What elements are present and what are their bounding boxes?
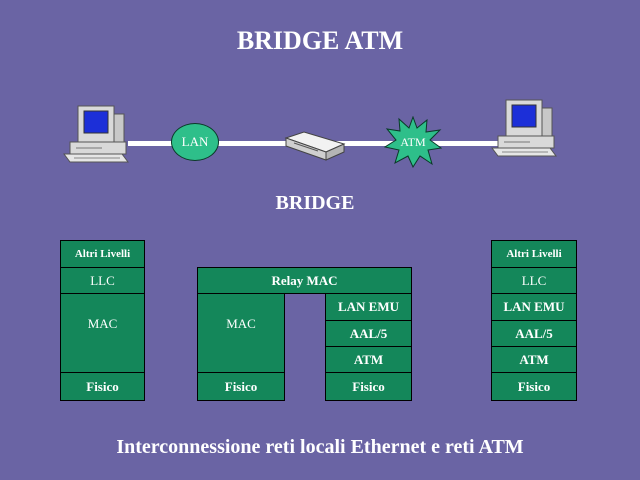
bridge-lan-emu: LAN EMU: [326, 294, 411, 321]
atm-cloud: ATM: [383, 115, 443, 169]
left-physical: Fisico: [86, 378, 119, 394]
right-computer-icon: [491, 99, 557, 157]
left-computer-icon: [63, 105, 129, 163]
right-llc: LLC: [492, 268, 576, 294]
bridge-atm: ATM: [326, 347, 411, 373]
left-protocol-stack: Altri Livelli LLC MAC Fisico: [60, 240, 145, 401]
bridge-aal5: AAL/5: [326, 321, 411, 347]
bridge-atm-physical: Fisico: [352, 378, 385, 394]
bridge-atm-stack: LAN EMU AAL/5 ATM Fisico: [325, 293, 412, 401]
right-lan-emu: LAN EMU: [492, 294, 576, 321]
footer-caption: Interconnessione reti locali Ethernet e …: [116, 436, 524, 458]
right-aal5: AAL/5: [492, 321, 576, 347]
left-mac: MAC: [61, 294, 144, 373]
bridge-label: BRIDGE: [275, 192, 355, 214]
bridge-relay-layer: Relay MAC: [197, 267, 412, 294]
bridge-mac: MAC: [198, 294, 284, 373]
bridge-mac-physical: Fisico: [224, 378, 258, 394]
bridge-device-icon: [284, 131, 346, 161]
page-title: BRIDGE ATM: [236, 26, 404, 55]
atm-label: ATM: [400, 135, 426, 149]
right-physical: Fisico: [517, 378, 551, 394]
right-protocol-stack: Altri Livelli LLC LAN EMU AAL/5 ATM Fisi…: [491, 240, 577, 401]
lan-bubble: LAN: [171, 123, 219, 161]
relay-mac-label: Relay MAC: [271, 272, 338, 288]
bridge-mac-stack: MAC Fisico: [197, 293, 285, 401]
left-higher-layers: Altri Livelli: [61, 241, 144, 268]
atm-star-icon: [383, 115, 443, 169]
left-llc: LLC: [61, 268, 144, 294]
lan-label: LAN: [181, 134, 209, 149]
right-atm: ATM: [492, 347, 576, 373]
right-higher-layers: Altri Livelli: [492, 241, 576, 268]
